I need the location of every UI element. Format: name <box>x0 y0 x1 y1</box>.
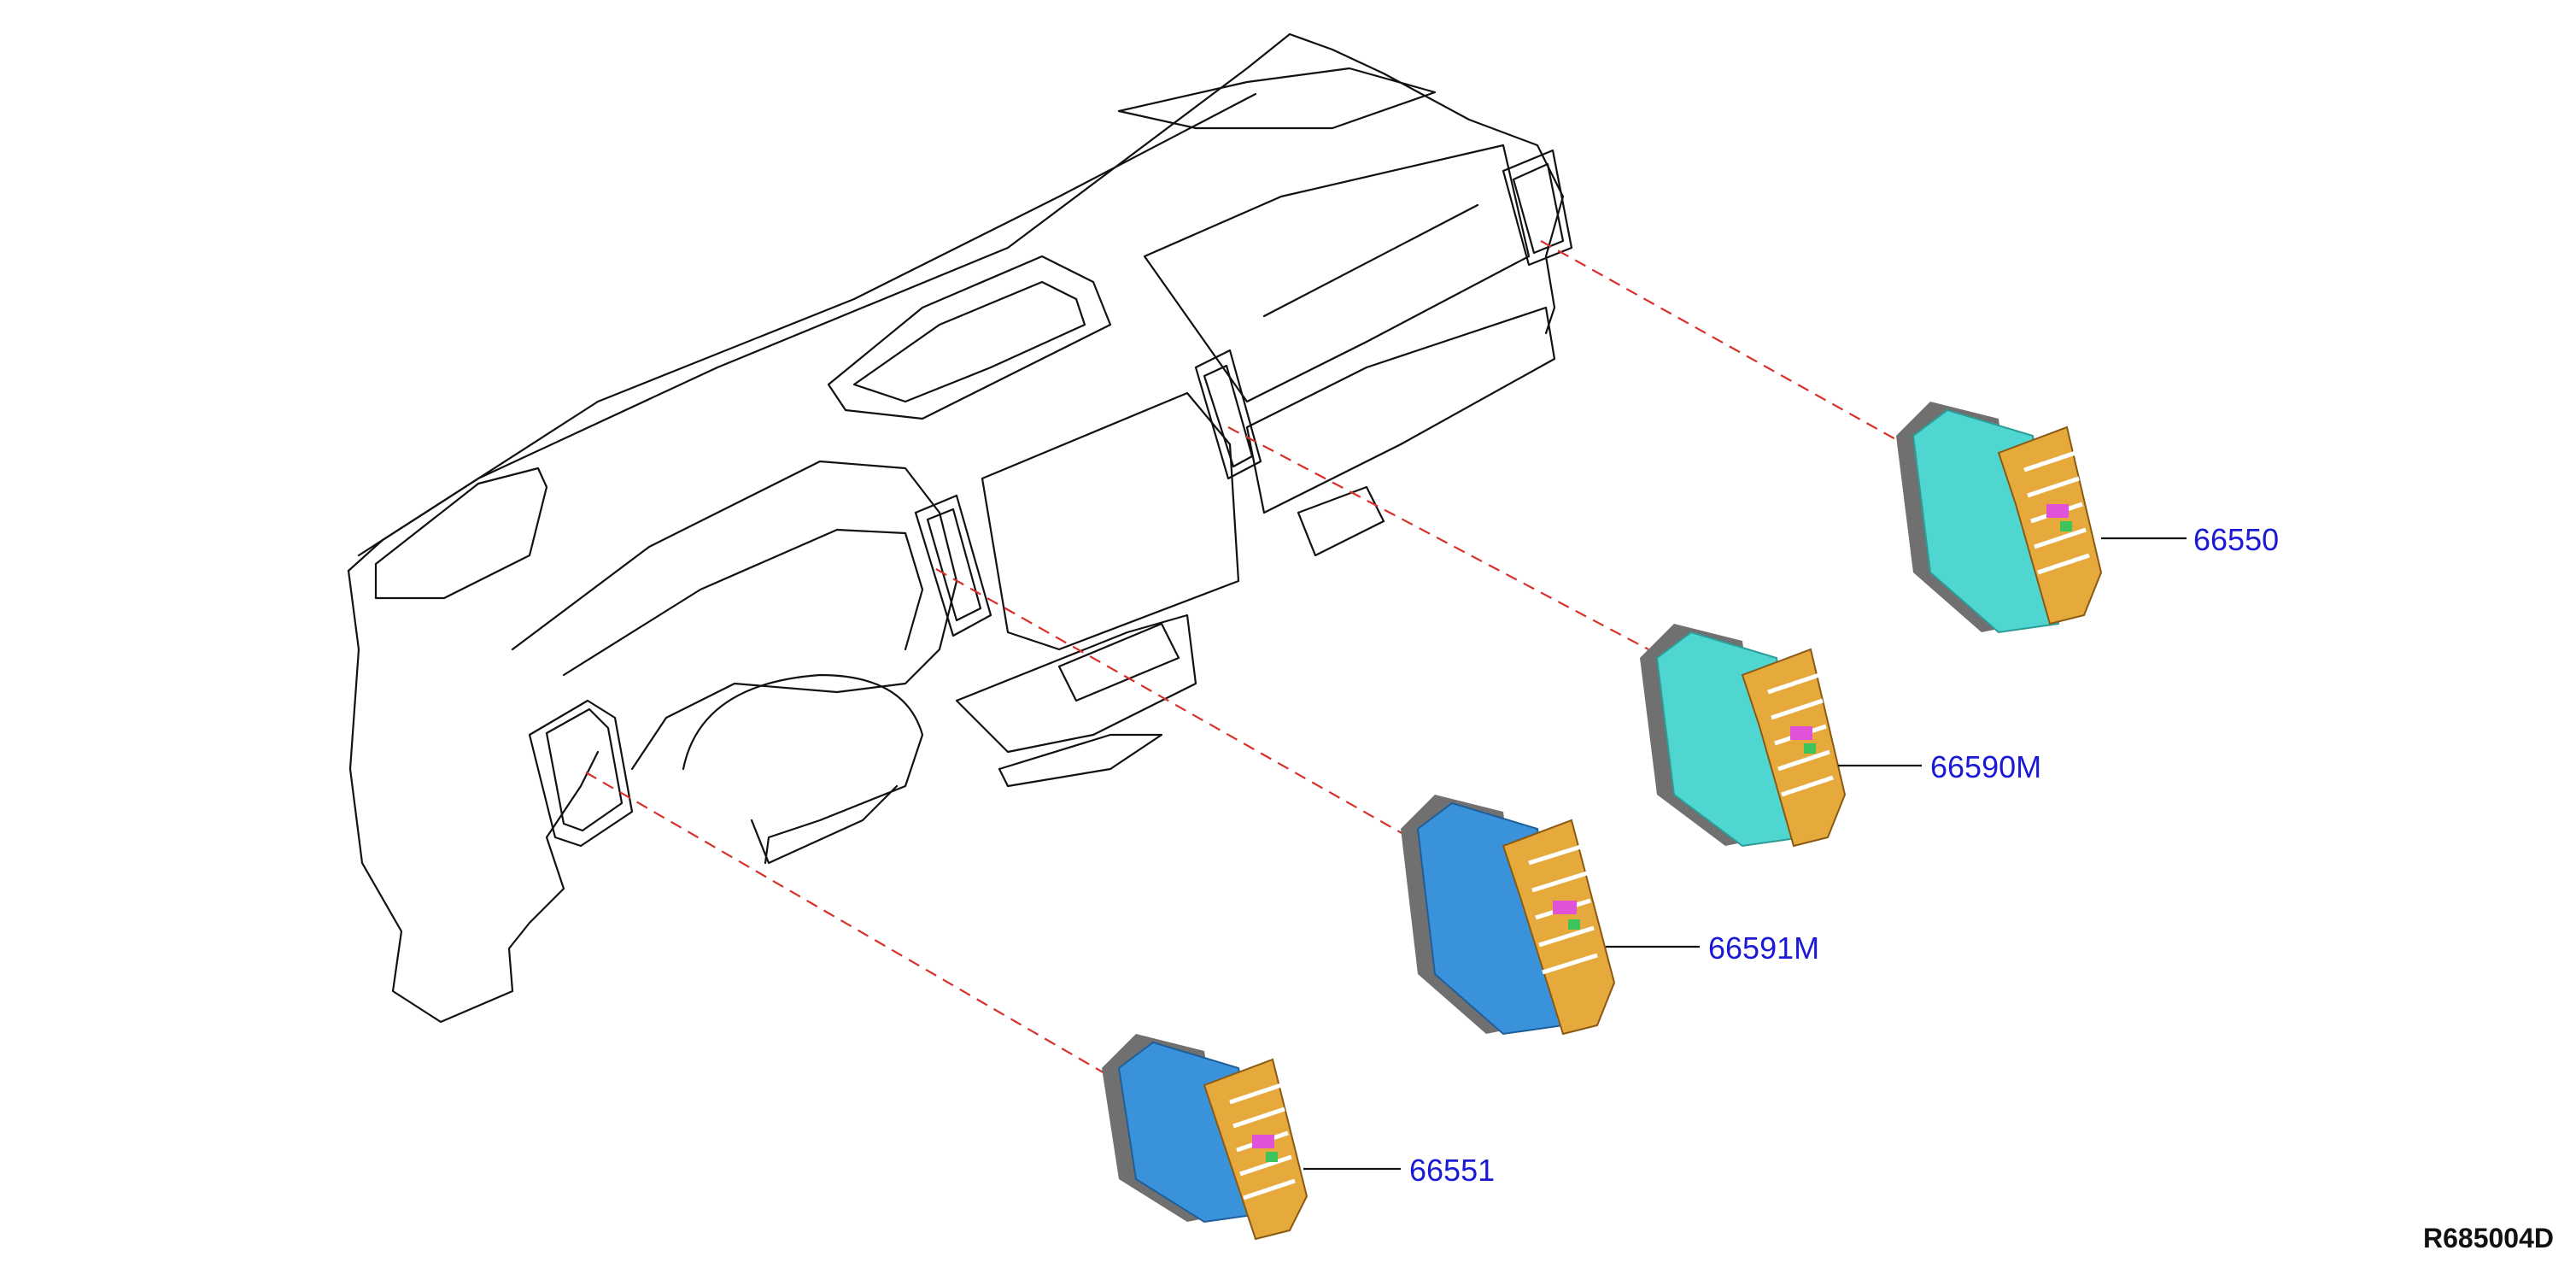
callout-66590M: 66590M <box>1930 749 2041 784</box>
instrument-panel-outline-icon <box>347 32 1573 1024</box>
callout-66551: 66551 <box>1409 1153 1495 1188</box>
vent-assembly-icon <box>1896 402 2103 634</box>
vent-assembly-icon <box>1102 1034 1308 1241</box>
callout-66591M: 66591M <box>1708 930 1819 966</box>
vent-assembly-icon <box>1640 624 1847 848</box>
dashed-reference-lines <box>585 240 1906 1077</box>
vent-assembly-icon <box>1401 795 1616 1036</box>
callout-66550: 66550 <box>2193 522 2279 557</box>
leader-lines <box>1303 537 2187 1171</box>
diagram-reference-code: R685004D <box>2423 1223 2554 1253</box>
